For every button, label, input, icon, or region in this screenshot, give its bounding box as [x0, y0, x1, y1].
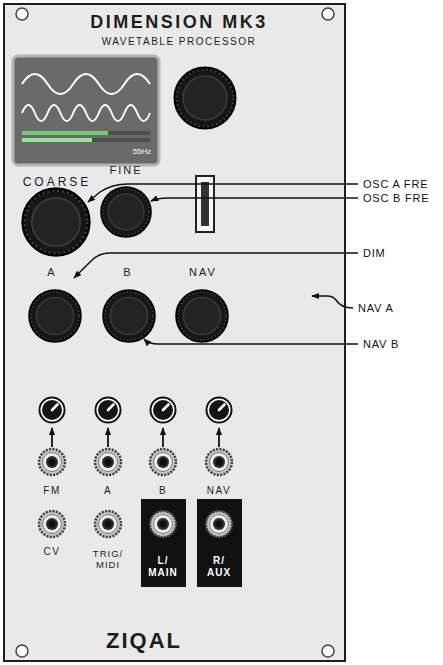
jack-label: NAV — [207, 485, 231, 497]
control-label: COARSE — [23, 176, 92, 190]
callout-label: OSC B FRE — [363, 192, 430, 205]
output-box: L/ MAIN — [141, 499, 186, 587]
input-jack — [95, 511, 121, 537]
output-jack — [206, 511, 232, 537]
input-jack — [95, 449, 121, 475]
module-subtitle: WAVETABLE PROCESSOR — [102, 36, 256, 48]
trimmer — [96, 398, 121, 423]
level-bar — [22, 138, 92, 142]
level-track — [22, 131, 150, 135]
leader-line — [151, 198, 358, 201]
jack-label: L/ MAIN — [146, 555, 180, 578]
jack-label: B — [159, 485, 167, 497]
control-label: A — [47, 266, 56, 279]
jack-label: FM — [43, 485, 60, 497]
output-box-fill — [197, 499, 242, 587]
level-track — [22, 138, 150, 142]
leader-line — [88, 184, 358, 202]
output-box-fill — [141, 499, 186, 587]
encoder-knob — [175, 68, 235, 128]
callout-label: NAV B — [363, 338, 399, 351]
control-label: FINE — [109, 164, 142, 177]
trimmer — [40, 398, 65, 423]
screw-hole — [322, 645, 334, 657]
callout-label: DIM — [363, 247, 386, 260]
jack-label: A — [104, 485, 112, 497]
b-knob — [104, 291, 155, 342]
input-jack — [206, 449, 232, 475]
card-slot — [201, 182, 209, 226]
coarse-knob — [23, 189, 89, 255]
nav-knob — [177, 291, 228, 342]
control-label: NAV — [189, 266, 217, 279]
display-screen: 55Hz — [13, 56, 159, 165]
brand-logo: ZIQAL — [106, 628, 182, 653]
input-jack — [39, 511, 65, 537]
callout-label: NAV A — [358, 302, 394, 315]
callout-label: OSC A FRE — [363, 178, 428, 191]
a-knob — [30, 291, 81, 342]
input-jack — [39, 449, 65, 475]
leader-line — [312, 296, 353, 308]
waveform — [22, 105, 150, 121]
module-panel: DIMENSION MK3WAVETABLE PROCESSOR ZIQAL 55H… — [3, 3, 346, 662]
level-bar — [22, 131, 108, 135]
trim-arrow — [51, 428, 53, 447]
output-box: R/ AUX — [197, 499, 242, 587]
trimmer — [151, 398, 176, 423]
screw-hole — [16, 645, 28, 657]
trimmer — [207, 398, 232, 423]
leader-line — [74, 253, 358, 278]
waveform — [22, 74, 150, 94]
input-jack — [150, 449, 176, 475]
display-screen-fill — [13, 56, 159, 165]
screw-hole — [16, 8, 28, 20]
jack-label: TRIG/ MIDI — [90, 549, 126, 571]
output-jack — [150, 511, 176, 537]
control-label: B — [123, 266, 132, 279]
jack-label: CV — [44, 546, 61, 558]
trim-arrow — [218, 428, 220, 447]
screw-hole — [322, 8, 334, 20]
module-title: DIMENSION MK3 — [90, 12, 268, 33]
trim-arrow — [107, 428, 109, 447]
jack-label: R/ AUX — [202, 555, 236, 578]
display-readout: 55Hz — [133, 147, 152, 156]
panel-ground — [4, 4, 345, 661]
trim-arrow — [162, 428, 164, 447]
node-fills — [13, 56, 242, 587]
fine-knob — [101, 187, 150, 236]
leader-line — [144, 339, 358, 344]
